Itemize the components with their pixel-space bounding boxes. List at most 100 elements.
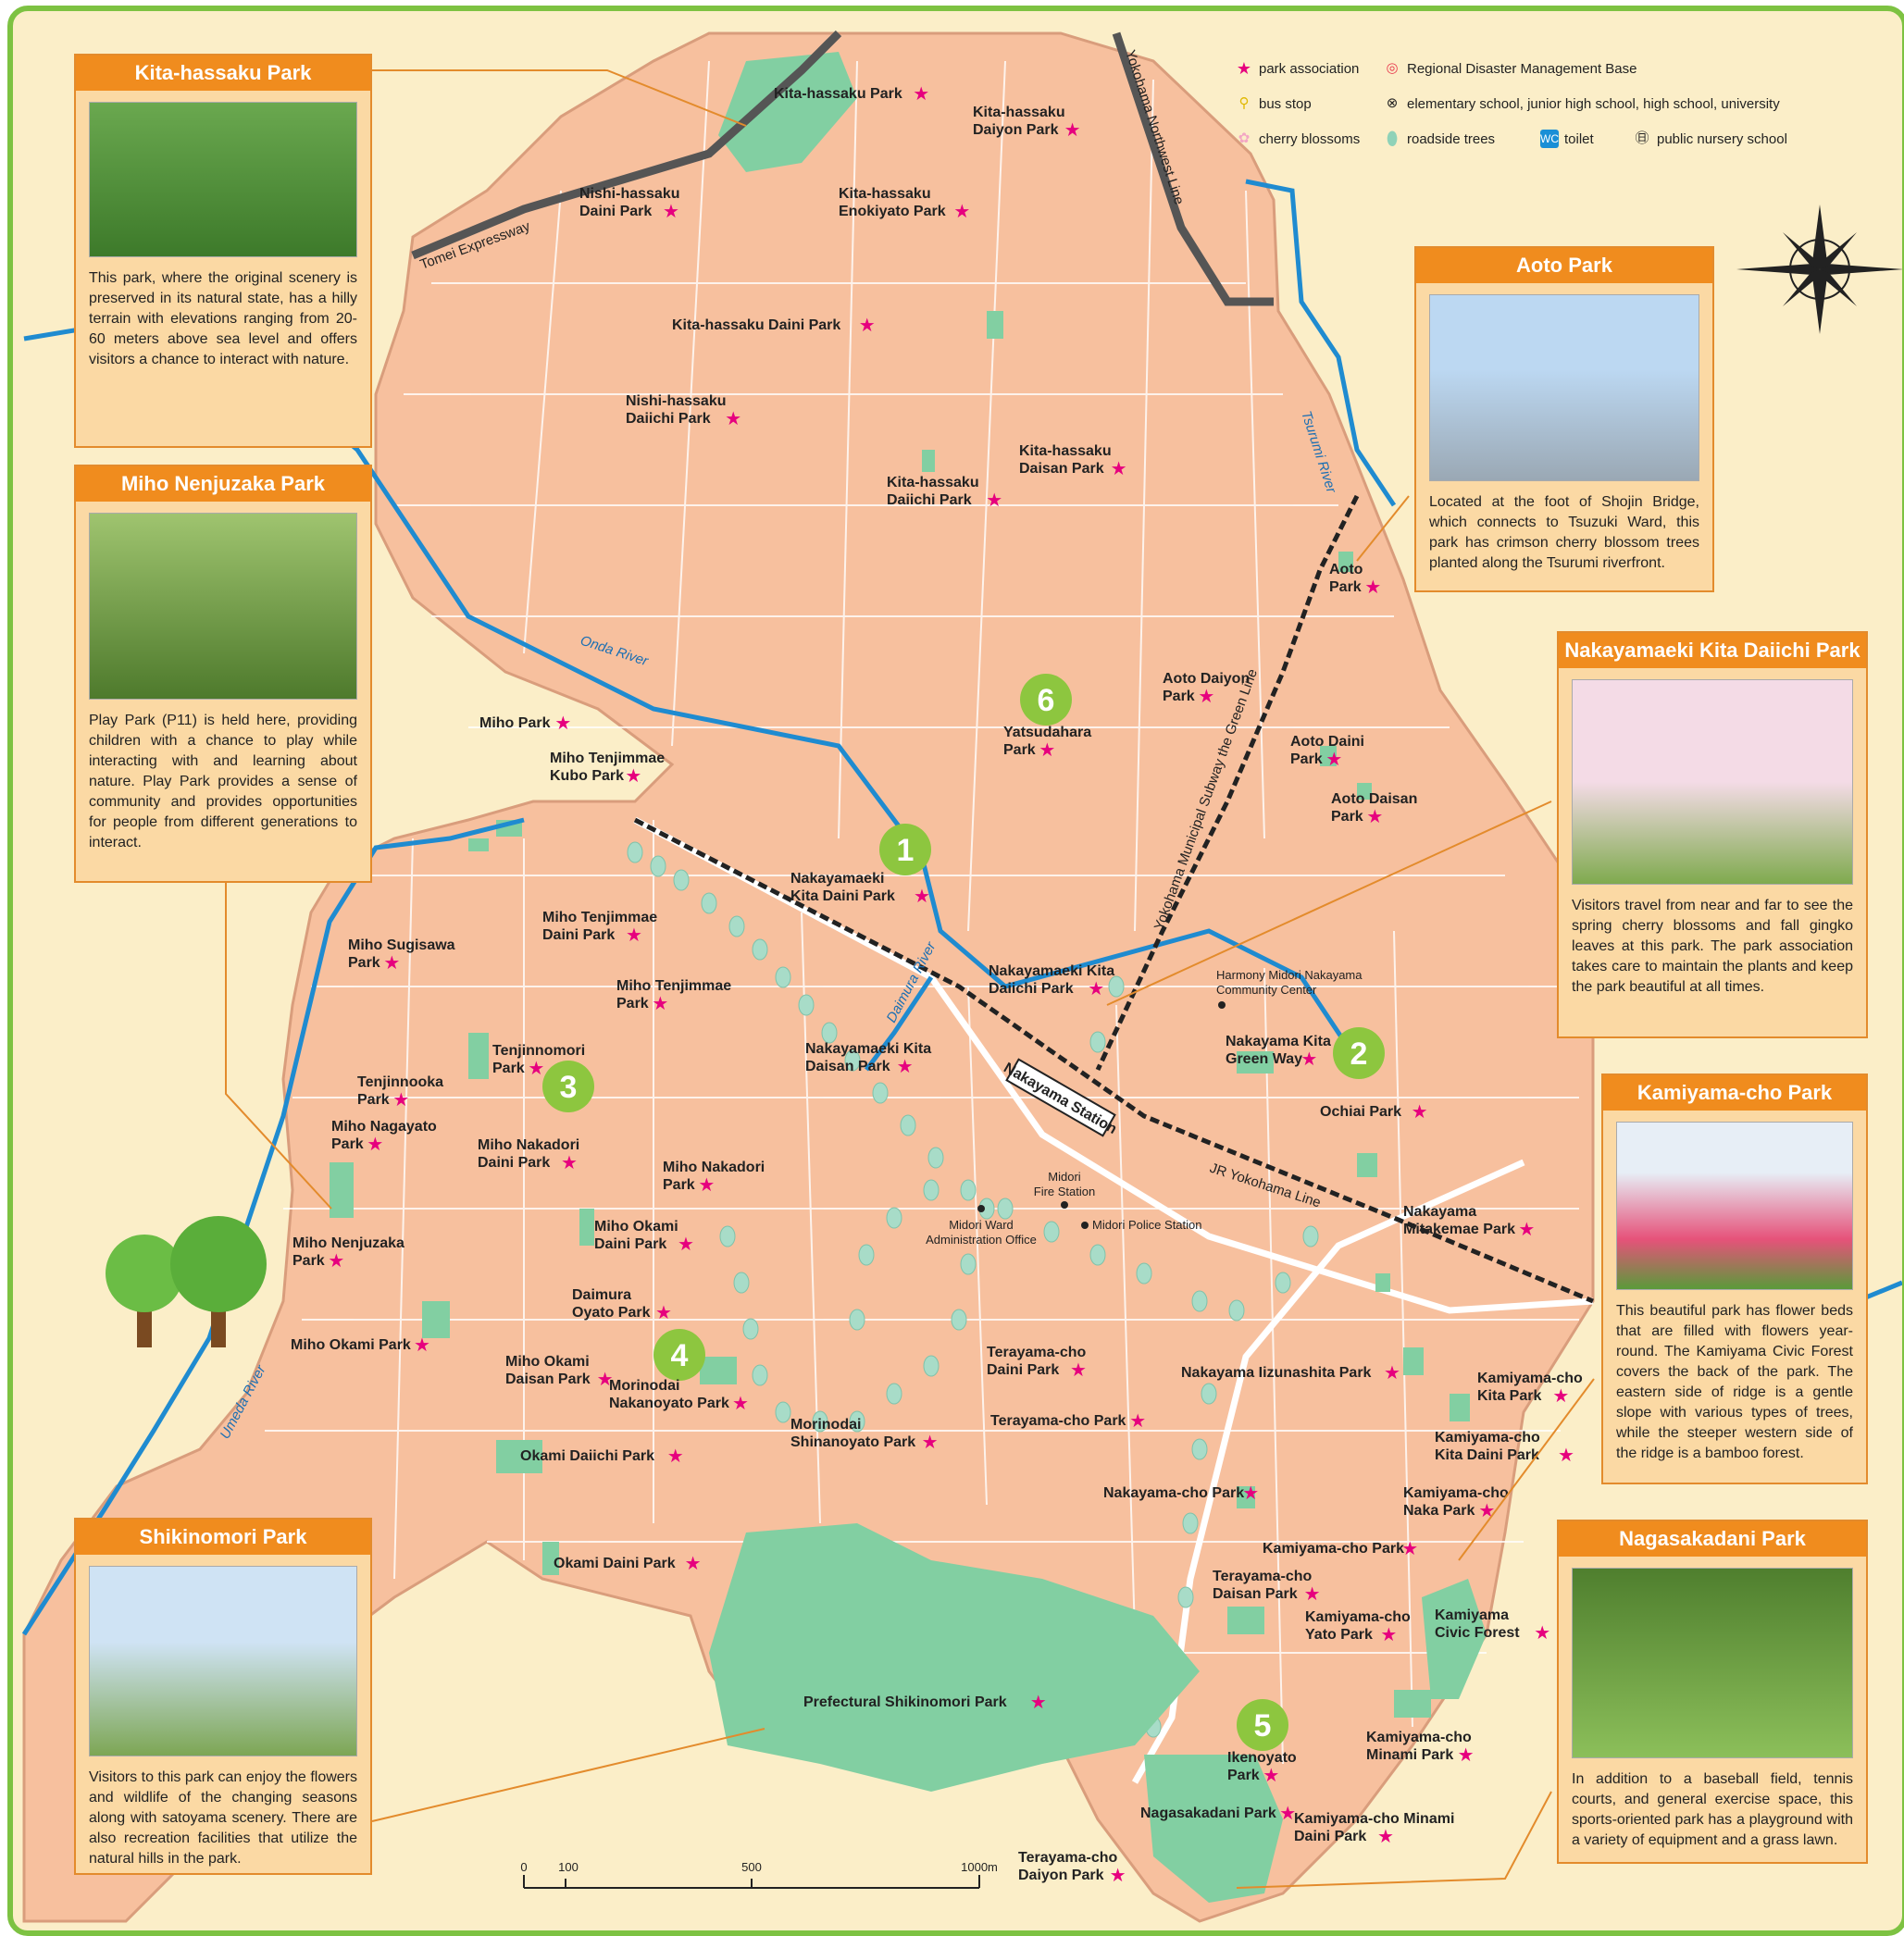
park-label: Enokiyato Park xyxy=(839,204,946,219)
legend-schools: ⊗elementary school, junior high school, … xyxy=(1383,94,1780,113)
park-label: Daini Park xyxy=(987,1362,1059,1378)
park-label: Aoto Daini xyxy=(1290,734,1364,750)
park-association-star-icon: ★ xyxy=(367,1135,383,1155)
scale-100: 100 xyxy=(558,1860,579,1874)
main-road xyxy=(633,816,1594,1314)
park-label: Okami Daini Park xyxy=(554,1556,676,1571)
park-association-star-icon: ★ xyxy=(652,994,668,1014)
miho-nenjuzaka-infobox: Miho Nenjuzaka Park Play Park (P11) is h… xyxy=(74,465,372,883)
park-label: Nakayama Iizunashita Park xyxy=(1181,1365,1372,1381)
marker-3: 3 xyxy=(560,1070,578,1105)
street-network xyxy=(265,60,1579,1765)
park-label: Terayama-cho xyxy=(987,1345,1087,1360)
park-association-star-icon: ★ xyxy=(897,1057,914,1077)
park-label: Nagasakadani Park xyxy=(1140,1806,1276,1821)
park-label: Kamiyama xyxy=(1435,1607,1509,1623)
park-label: Aoto Daiyon xyxy=(1163,671,1250,687)
park-label: Nakanoyato Park xyxy=(609,1396,729,1411)
park-label: Miho Sugisawa xyxy=(348,937,455,953)
park-label: Miho Nakadori xyxy=(663,1160,765,1175)
park-label: Miho Okami Park xyxy=(291,1337,411,1353)
park-label: Park xyxy=(1163,689,1195,704)
legend-roadside-trees: ⬮roadside trees xyxy=(1383,130,1495,148)
park-association-star-icon: ★ xyxy=(678,1235,694,1255)
infobox-title: Kita-hassaku Park xyxy=(76,56,370,91)
park-label: Park xyxy=(348,955,380,971)
park-association-star-icon: ★ xyxy=(1377,1827,1394,1847)
aoto-photo xyxy=(1429,294,1699,481)
park-label: Green Way xyxy=(1226,1051,1302,1067)
fire-station-label-1: Midori xyxy=(1048,1170,1081,1184)
park-label: Nakayama xyxy=(1403,1204,1476,1220)
park-label: Daiyon Park xyxy=(973,122,1059,138)
ward-office-label-2: Administration Office xyxy=(926,1233,1037,1247)
park-association-star-icon: ★ xyxy=(1518,1220,1535,1240)
tomei-expressway xyxy=(411,30,842,260)
park-label: Yato Park xyxy=(1305,1627,1373,1643)
park-label: Daiichi Park xyxy=(989,981,1074,997)
park-label: Daimura xyxy=(572,1287,631,1303)
park-label: Daisan Park xyxy=(805,1059,890,1074)
nakayamaeki-photo xyxy=(1572,679,1853,885)
park-association-star-icon: ★ xyxy=(725,409,741,429)
park-association-star-icon: ★ xyxy=(1110,1866,1126,1886)
park-label: Terayama-cho xyxy=(1018,1850,1118,1866)
park-association-star-icon: ★ xyxy=(597,1370,614,1390)
compass-rose-icon xyxy=(1736,205,1902,334)
park-areas xyxy=(330,52,1487,1903)
kamiyama-photo xyxy=(1616,1122,1853,1290)
park-label: Morinodai xyxy=(609,1378,679,1394)
park-label: Miho Nenjuzaka xyxy=(292,1235,404,1251)
harmony-center-label-2: Community Center xyxy=(1216,983,1317,997)
park-association-star-icon: ★ xyxy=(626,925,642,946)
park-label: Daiichi Park xyxy=(887,492,972,508)
park-label: Daini Park xyxy=(542,927,615,943)
park-label: Miho Tenjimmae xyxy=(542,910,657,925)
nursery-icon: ㊐ xyxy=(1635,130,1649,146)
kita-hassaku-photo xyxy=(89,102,357,257)
park-label: Kita-hassaku xyxy=(973,105,1065,120)
park-label: Kamiyama-cho xyxy=(1403,1485,1509,1501)
park-association-star-icon: ★ xyxy=(1412,1102,1428,1123)
park-association-star-icon: ★ xyxy=(1242,1483,1259,1504)
legend-bus-stop: ⚲bus stop xyxy=(1235,94,1312,113)
infobox-title: Kamiyama-cho Park xyxy=(1603,1075,1866,1111)
park-label: Park xyxy=(1227,1768,1260,1783)
park-association-star-icon: ★ xyxy=(1030,1693,1047,1713)
scale-bar: 0 100 500 1000m xyxy=(520,1860,998,1889)
kita-hassaku-park-area xyxy=(718,52,857,172)
infobox-text: This park, where the original scenery is… xyxy=(89,270,357,367)
park-association-star-icon: ★ xyxy=(625,766,641,787)
park-label: Park xyxy=(1329,579,1362,595)
infobox-text: Play Park (P11) is held here, providing … xyxy=(89,713,357,850)
park-label: Kita Daini Park xyxy=(790,888,895,904)
park-association-star-icon: ★ xyxy=(1111,459,1127,479)
scale-1000: 1000m xyxy=(961,1860,998,1874)
park-label: Kita-hassaku xyxy=(839,186,931,202)
callout-leaders xyxy=(225,69,1595,1889)
park-association-star-icon: ★ xyxy=(1300,1049,1317,1070)
park-label: Minami Park xyxy=(1366,1747,1453,1763)
park-association-star-icon: ★ xyxy=(953,202,970,222)
park-label: Nakayama Kita xyxy=(1226,1034,1331,1049)
park-label: Nakayamaeki Kita xyxy=(805,1041,931,1057)
park-label: Daisan Park xyxy=(1019,461,1104,477)
park-association-star-icon: ★ xyxy=(655,1303,672,1323)
umeda-river xyxy=(21,817,525,1636)
park-label: Miho Tenjimmae xyxy=(550,751,665,766)
park-label: Daini Park xyxy=(594,1236,666,1252)
park-label: Kamiyama-cho Park xyxy=(1263,1541,1404,1557)
park-association-star-icon: ★ xyxy=(414,1335,430,1356)
scale-0: 0 xyxy=(520,1860,527,1874)
park-label: Park xyxy=(1331,809,1363,825)
park-association-star-icon: ★ xyxy=(698,1175,715,1196)
park-association-star-icon: ★ xyxy=(1478,1501,1495,1521)
infobox-text: Visitors travel from near and far to see… xyxy=(1572,898,1853,995)
park-label: Miho Tenjimmae xyxy=(616,978,731,994)
park-label: Daini Park xyxy=(1294,1829,1366,1844)
park-label: Nakayamaeki xyxy=(790,871,884,887)
district-park-map: Nakayama Station Onda River Tsurumi Rive… xyxy=(21,30,1902,1923)
infobox-title: Shikinomori Park xyxy=(76,1520,370,1555)
marker-6: 6 xyxy=(1038,683,1055,718)
police-station-label: Midori Police Station xyxy=(1092,1218,1202,1232)
